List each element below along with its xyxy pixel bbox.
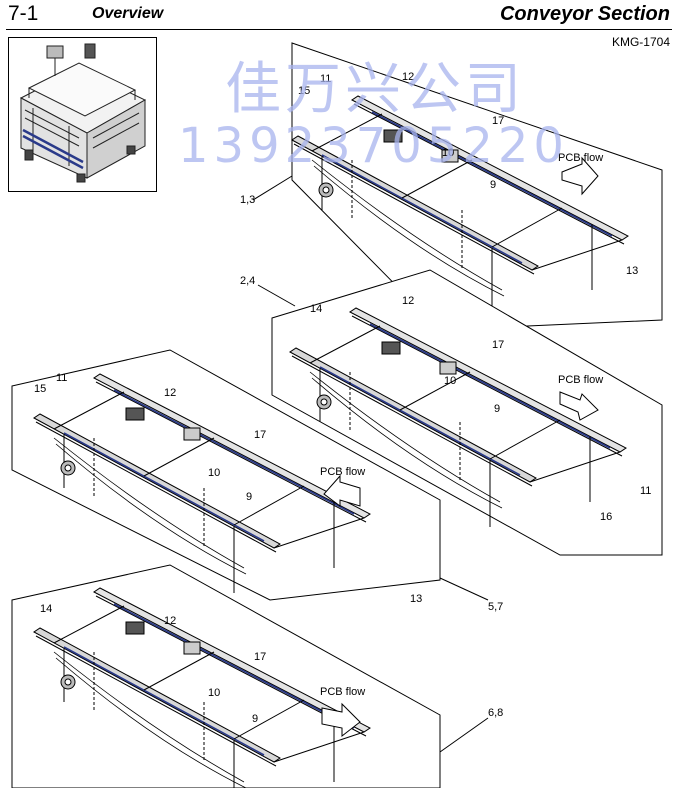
machine-illustration bbox=[19, 43, 147, 183]
panel-4-callout-12: 12 bbox=[164, 615, 177, 627]
panel-2-callout-11: 11 bbox=[640, 485, 652, 497]
panel-3-callout-11: 11 bbox=[56, 372, 68, 384]
panel-3-callout-15: 15 bbox=[34, 383, 47, 395]
panel-4-callout-14: 14 bbox=[40, 603, 53, 615]
panel-4-callout-17: 17 bbox=[254, 651, 267, 663]
section-number: 7-1 bbox=[8, 2, 39, 25]
panel-1-callout-11: 11 bbox=[320, 73, 332, 85]
panel-3-callout-9: 9 bbox=[246, 491, 253, 503]
panel-1-callout-9: 9 bbox=[490, 179, 497, 191]
panel-3-callout-12: 12 bbox=[164, 387, 177, 399]
panel-4-callout-10: 10 bbox=[208, 687, 221, 699]
watermark-company: 佳万兴公司 bbox=[225, 57, 525, 122]
panel-4-id: 6,8 bbox=[488, 707, 504, 719]
document-code: KMG-1704 bbox=[611, 35, 670, 49]
panel-3-flow-label: PCB flow bbox=[320, 466, 366, 478]
page-title: Conveyor Section bbox=[499, 3, 670, 25]
panel-1-callout-10: 10 bbox=[442, 147, 455, 159]
panel-2-outline bbox=[271, 269, 663, 556]
panel-3-outline bbox=[11, 349, 441, 601]
panel-2-callout-14: 14 bbox=[310, 303, 323, 315]
panel-1-flow-label: PCB flow bbox=[558, 152, 604, 164]
panel-2-id: 2,4 bbox=[240, 275, 256, 287]
panel-3-callout-17: 17 bbox=[254, 429, 267, 441]
panel-1-id: 1,3 bbox=[240, 194, 256, 206]
panel-4-callout-9: 9 bbox=[252, 713, 259, 725]
panel-2-callout-12: 12 bbox=[402, 295, 415, 307]
panel-1-callout-12: 12 bbox=[402, 71, 415, 83]
panel-2-callout-9: 9 bbox=[494, 403, 501, 415]
panel-2-flow-label: PCB flow bbox=[558, 374, 604, 386]
panel-3-id: 5,7 bbox=[488, 601, 504, 613]
panel-1-callout-17: 17 bbox=[492, 115, 505, 127]
panel-4-outline bbox=[11, 564, 441, 788]
panel-2-callout-16: 16 bbox=[600, 511, 613, 523]
panel-2-callout-10: 10 bbox=[444, 375, 457, 387]
panel-4-flow-label: PCB flow bbox=[320, 686, 366, 698]
panel-3-callout-10: 10 bbox=[208, 467, 221, 479]
header-divider bbox=[6, 29, 672, 30]
panel-3-callout-13: 13 bbox=[410, 593, 423, 605]
panel-1-callout-13: 13 bbox=[626, 265, 639, 277]
machine-thumbnail bbox=[8, 37, 157, 192]
watermark-phone: 13923705220 bbox=[178, 118, 569, 174]
section-label: Overview bbox=[92, 5, 164, 22]
panel-1-callout-15: 15 bbox=[298, 85, 311, 97]
panel-2-callout-17: 17 bbox=[492, 339, 505, 351]
